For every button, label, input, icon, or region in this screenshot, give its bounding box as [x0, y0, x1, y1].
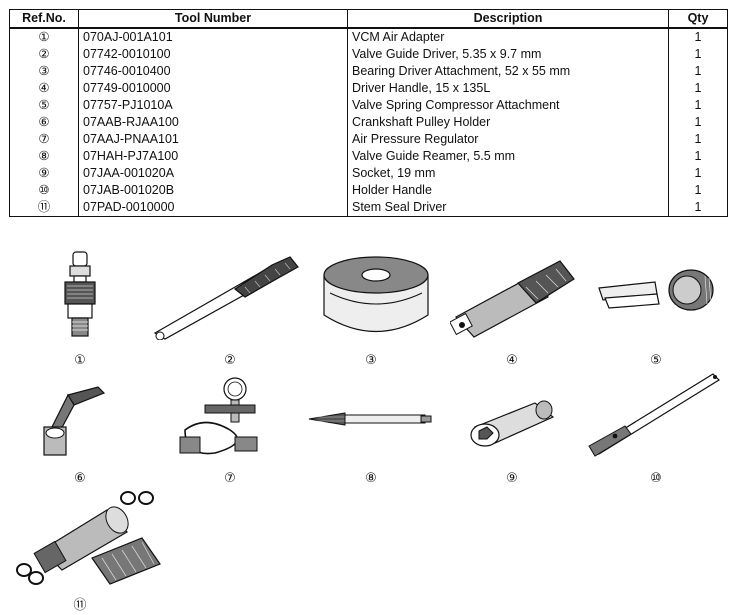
- ref-cell: ⑪: [9, 199, 79, 217]
- tool-number-cell: 07742-0010100: [78, 46, 348, 63]
- tool-number-cell: 07757-PJ1010A: [78, 97, 348, 114]
- illustration-label-11: ⑪: [73, 598, 87, 613]
- qty-cell: 1: [668, 165, 728, 182]
- illustration-label-9: ⑨: [506, 471, 518, 486]
- qty-cell: 1: [668, 114, 728, 131]
- qty-cell: 1: [668, 97, 728, 114]
- valve-guide-driver-icon: [153, 256, 299, 340]
- pressure-regulator-icon: [179, 377, 258, 455]
- illustration-label-5: ⑤: [650, 353, 662, 368]
- ref-cell: ⑦: [9, 131, 79, 148]
- description-cell: Bearing Driver Attachment, 52 x 55 mm: [347, 63, 669, 80]
- description-cell: Valve Guide Driver, 5.35 x 9.7 mm: [347, 46, 669, 63]
- ref-cell: ③: [9, 63, 79, 80]
- socket-icon: [470, 400, 555, 447]
- table-header-row: Ref.No. Tool Number Description Qty: [9, 9, 728, 29]
- ref-cell: ⑧: [9, 148, 79, 165]
- qty-cell: 1: [668, 131, 728, 148]
- pulley-holder-icon: [43, 386, 106, 456]
- qty-cell: 1: [668, 63, 728, 80]
- tool-number-cell: 07JAB-001020B: [78, 182, 348, 199]
- description-cell: Crankshaft Pulley Holder: [347, 114, 669, 131]
- description-cell: Valve Guide Reamer, 5.5 mm: [347, 148, 669, 165]
- ref-cell: ①: [9, 28, 79, 46]
- tool-number-cell: 070AJ-001A101: [78, 28, 348, 46]
- illustration-label-3: ③: [365, 353, 377, 368]
- tool-number-cell: 07HAH-PJ7A100: [78, 148, 348, 165]
- description-cell: Socket, 19 mm: [347, 165, 669, 182]
- illustration-label-10: ⑩: [650, 471, 662, 486]
- description-cell: Air Pressure Regulator: [347, 131, 669, 148]
- ref-cell: ④: [9, 80, 79, 97]
- ref-cell: ⑥: [9, 114, 79, 131]
- qty-cell: 1: [668, 46, 728, 63]
- tool-number-cell: 07AAB-RJAA100: [78, 114, 348, 131]
- illustration-label-4: ④: [506, 353, 518, 368]
- qty-cell: 1: [668, 28, 728, 46]
- qty-cell: 1: [668, 199, 728, 217]
- illustration-label-6: ⑥: [74, 471, 86, 486]
- description-cell: VCM Air Adapter: [347, 28, 669, 46]
- qty-cell: 1: [668, 148, 728, 165]
- illustration-label-2: ②: [224, 353, 236, 368]
- qty-cell: 1: [668, 80, 728, 97]
- description-cell: Holder Handle: [347, 182, 669, 199]
- stem-seal-driver-icon: [16, 491, 161, 585]
- illustration-label-7: ⑦: [224, 471, 236, 486]
- description-cell: Valve Spring Compressor Attachment: [347, 97, 669, 114]
- bearing-driver-attachment-icon: [323, 256, 429, 332]
- driver-handle-icon: [450, 260, 575, 338]
- ref-cell: ⑨: [9, 165, 79, 182]
- reamer-icon: [308, 412, 432, 426]
- header-tool-number: Tool Number: [78, 9, 348, 29]
- ref-cell: ⑩: [9, 182, 79, 199]
- header-qty: Qty: [668, 9, 728, 29]
- qty-cell: 1: [668, 182, 728, 199]
- holder-handle-icon: [588, 373, 720, 457]
- ref-cell: ②: [9, 46, 79, 63]
- illustration-label-1: ①: [74, 353, 86, 368]
- tool-number-cell: 07PAD-0010000: [78, 199, 348, 217]
- tool-number-cell: 07749-0010000: [78, 80, 348, 97]
- tool-number-cell: 07JAA-001020A: [78, 165, 348, 182]
- illustration-label-8: ⑧: [365, 471, 377, 486]
- description-cell: Driver Handle, 15 x 135L: [347, 80, 669, 97]
- description-cell: Stem Seal Driver: [347, 199, 669, 217]
- ref-cell: ⑤: [9, 97, 79, 114]
- tool-number-cell: 07AAJ-PNAA101: [78, 131, 348, 148]
- air-adapter-icon: [64, 251, 96, 337]
- header-ref: Ref.No.: [9, 9, 79, 29]
- header-description: Description: [347, 9, 669, 29]
- spring-compressor-attachment-icon: [598, 269, 714, 311]
- tool-number-cell: 07746-0010400: [78, 63, 348, 80]
